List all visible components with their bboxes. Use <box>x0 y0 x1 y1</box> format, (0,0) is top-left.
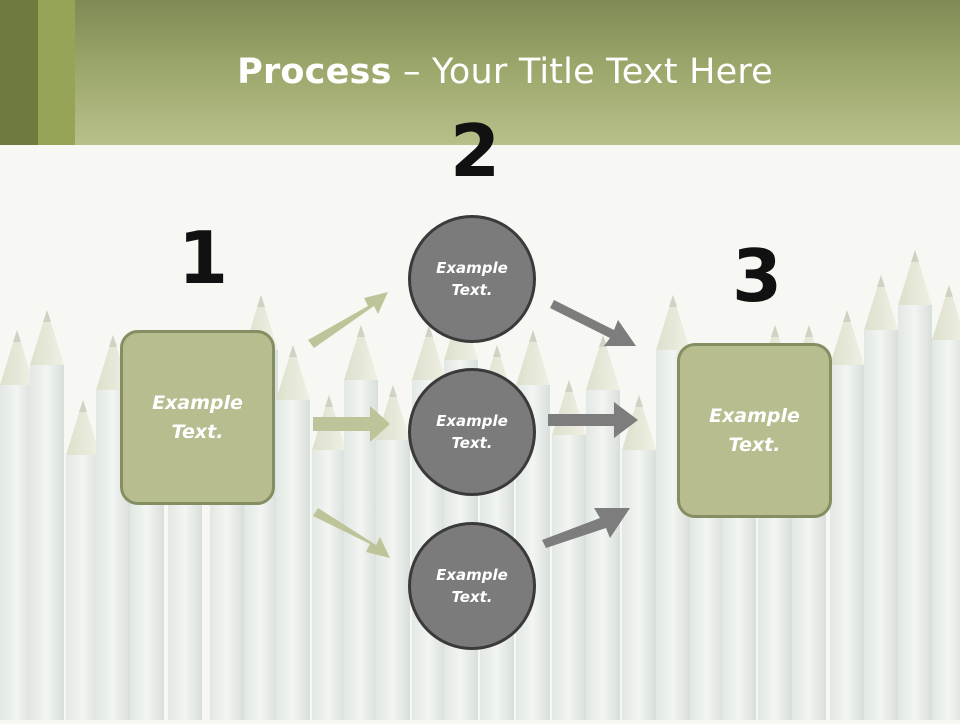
pencil-lead <box>669 295 677 307</box>
pencil-lead <box>79 400 87 412</box>
pencil-tip <box>830 310 864 365</box>
arrow-1-to-2b <box>313 406 390 442</box>
pencil-body <box>66 455 100 720</box>
pencil-body <box>932 340 960 720</box>
pencil-tip <box>0 330 34 385</box>
arrow-1-to-2a <box>308 292 388 348</box>
pencil-lead <box>425 325 433 337</box>
pencil-lead <box>389 385 397 397</box>
pencil-lead <box>843 310 851 322</box>
step-2-circle-bottom[interactable]: Example Text. <box>408 522 536 650</box>
pencil-lead <box>493 345 501 357</box>
pencil-tip <box>66 400 100 455</box>
green-arrows <box>308 292 390 558</box>
title-dash: – <box>402 52 421 92</box>
pencil-lead <box>877 275 885 287</box>
pencil-tip <box>586 335 620 390</box>
arrow-2b-to-3 <box>548 402 638 438</box>
pencil-tip <box>344 325 378 380</box>
step-2-text-top: Example Text. <box>436 258 508 300</box>
pencil-lead <box>911 250 919 262</box>
pencil-lead <box>109 335 117 347</box>
pencil-lead <box>945 285 953 297</box>
step-2-circle-middle[interactable]: Example Text. <box>408 368 536 496</box>
pencil-lead <box>599 335 607 347</box>
pencil-tip <box>276 345 310 400</box>
banner-accent-dark <box>0 0 38 145</box>
pencil-lead <box>13 330 21 342</box>
pencil-lead <box>805 325 813 337</box>
pencil-lead <box>565 380 573 392</box>
pencil-lead <box>289 345 297 357</box>
pencil-body <box>376 440 410 720</box>
step-2-text-middle: Example Text. <box>436 411 508 453</box>
pencil-body <box>276 400 310 720</box>
pencil-lead <box>325 395 333 407</box>
arrow-2c-to-3 <box>542 508 630 548</box>
pencil-tip <box>932 285 960 340</box>
pencil-lead <box>771 325 779 337</box>
pencil-lead <box>257 295 265 307</box>
gray-arrows <box>542 300 638 548</box>
step-1-text: Example Text. <box>152 392 243 443</box>
pencil-body <box>30 365 64 720</box>
pencil-body <box>830 365 864 720</box>
pencil-tip <box>412 325 446 380</box>
pencil-tip <box>516 330 550 385</box>
step-1-box[interactable]: Example Text. <box>120 330 275 505</box>
pencil-lead <box>43 310 51 322</box>
pencil-body <box>586 390 620 720</box>
step-3-box[interactable]: Example Text. <box>677 343 832 518</box>
arrow-2a-to-3 <box>550 300 636 346</box>
arrow-1-to-2c <box>313 508 390 558</box>
step-2-text-bottom: Example Text. <box>436 565 508 607</box>
pencil-body <box>0 385 34 720</box>
step-number-1: 1 <box>178 216 229 300</box>
pencil-lead <box>357 325 365 337</box>
pencil-tip <box>656 295 690 350</box>
step-3-text: Example Text. <box>709 405 800 456</box>
pencil-body <box>622 450 656 720</box>
title-banner <box>0 0 960 145</box>
pencil-tip <box>898 250 932 305</box>
pencil-body <box>864 330 898 720</box>
pencil-body <box>898 305 932 720</box>
pencil-tip <box>864 275 898 330</box>
title-rest: Your Title Text Here <box>431 52 773 92</box>
step-number-3: 3 <box>732 234 783 318</box>
banner-accent-light <box>38 0 75 145</box>
title-bold: Process <box>237 52 392 92</box>
pencil-body <box>552 435 586 720</box>
step-2-circle-top[interactable]: Example Text. <box>408 215 536 343</box>
pencil-tip <box>622 395 656 450</box>
pencil-lead <box>529 330 537 342</box>
pencil-tip <box>30 310 64 365</box>
pencil-lead <box>635 395 643 407</box>
step-number-2: 2 <box>450 109 501 193</box>
pencil-body <box>312 450 346 720</box>
slide-title[interactable]: Process – Your Title Text Here <box>0 52 960 92</box>
